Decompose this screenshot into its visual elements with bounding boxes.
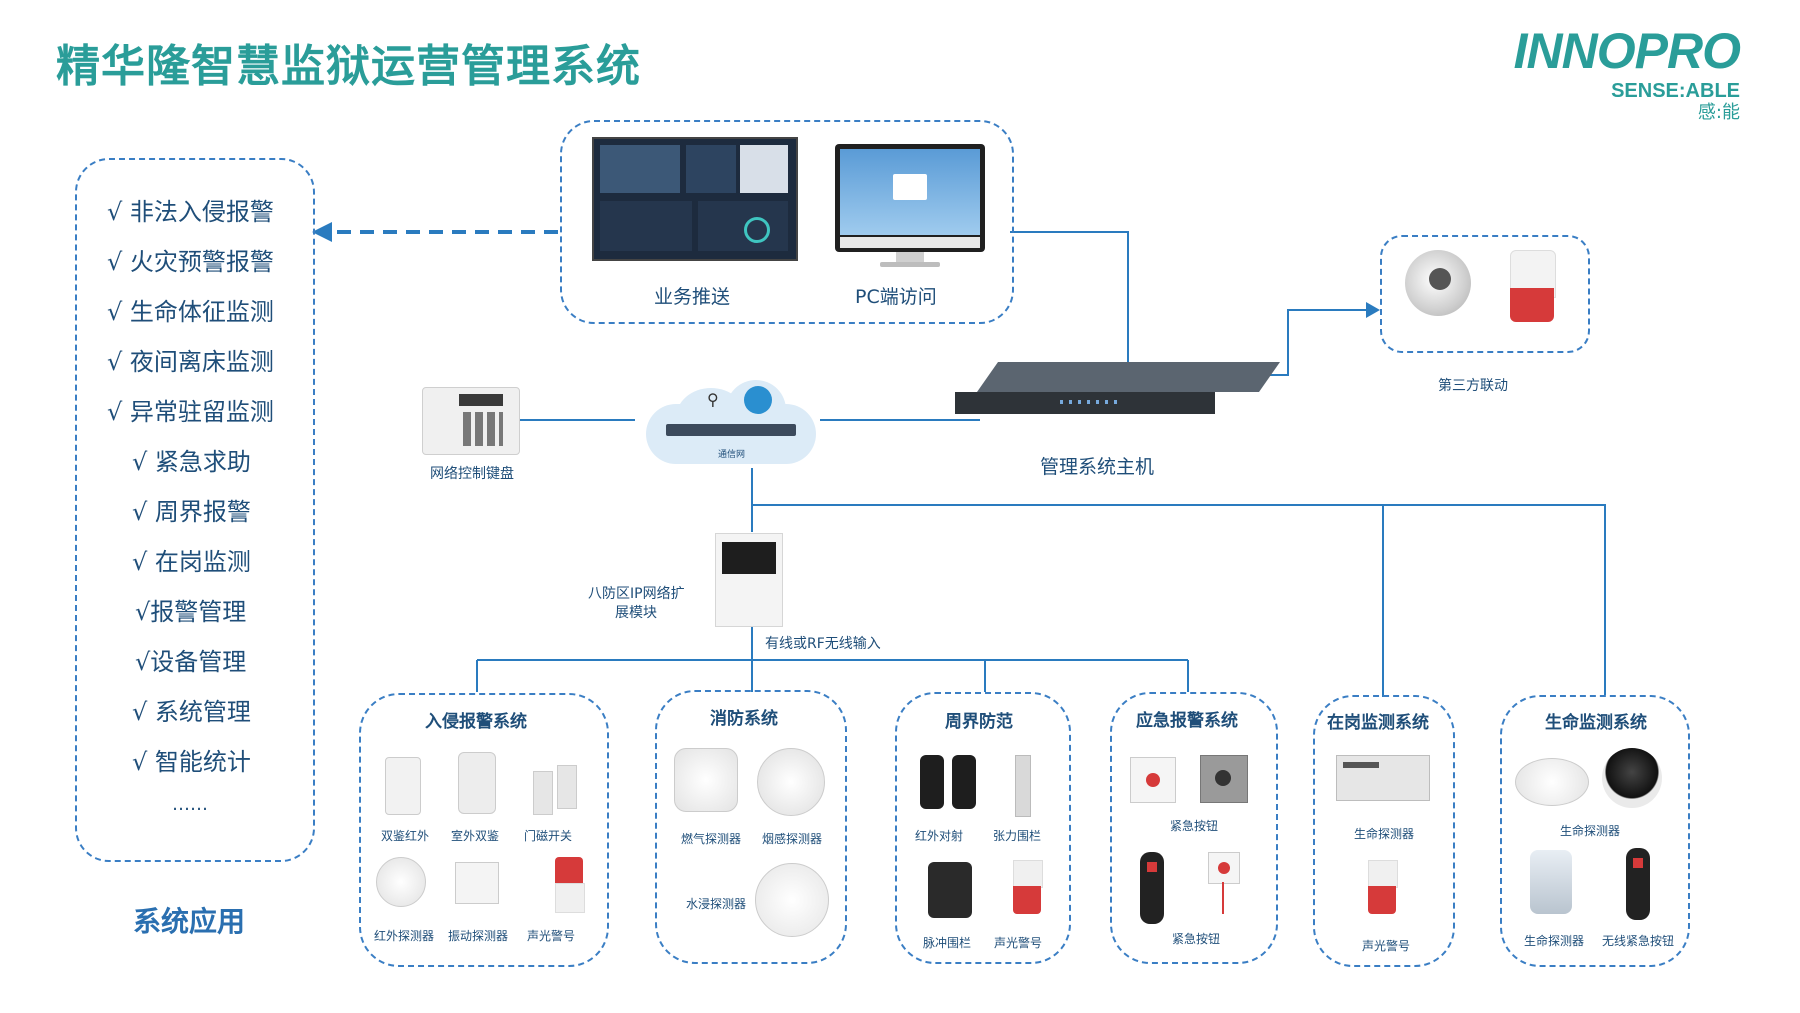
fire-system-title: 消防系统 [710,709,778,729]
dome-life-detector-icon [1602,748,1662,808]
tension-fence-icon [1015,755,1031,817]
expansion-module-label-1: 八防区IP网络扩 [588,586,685,602]
gas-detector-icon [674,748,738,812]
business-push-label: 业务推送 [654,286,731,308]
water-detector-icon [755,863,829,937]
app-item: √ 周界报警 [132,498,251,526]
management-host-label: 管理系统主机 [1040,456,1155,478]
device-label: 生命探测器 [1524,934,1585,948]
app-item: √ 非法入侵报警 [107,198,274,226]
cloud-label: 通信网 [718,450,746,460]
intrusion-system-title: 入侵报警系统 [425,712,527,732]
pc-stand [896,252,924,262]
network-keyboard-icon [422,387,520,455]
wireless-panic-button-icon [1140,852,1164,924]
device-label: 声光警号 [994,936,1043,950]
pull-cord-button-icon [1208,852,1240,922]
device-label: 生命探测器 [1560,824,1621,838]
outdoor-dual-tech-icon [458,752,496,814]
expansion-module-device [715,533,783,627]
app-item: √报警管理 [135,598,247,626]
device-label: 生命探测器 [1354,827,1415,841]
device-label: 室外双鉴 [451,829,500,843]
fire-system-box [655,690,847,964]
applications-panel [75,158,315,862]
emergency-system-box [1110,692,1278,964]
perimeter-system-title: 周界防范 [945,712,1013,732]
strobe-siren-icon [1368,860,1398,914]
business-push-screen [592,137,798,261]
strobe-siren-icon [1510,250,1556,322]
device-label: 无线紧急按钮 [1602,934,1675,948]
device-label: 振动探测器 [448,929,509,943]
device-label: 声光警号 [1362,939,1411,953]
on-duty-system-title: 在岗监测系统 [1327,713,1429,733]
applications-list: √ 非法入侵报警 √ 火灾预警报警 √ 生命体征监测 √ 夜间离床监测 √ 异常… [75,158,311,858]
life-monitoring-system-box [1500,695,1690,967]
management-host-device [955,362,1281,422]
device-label: 紧急按钮 [1172,932,1221,946]
third-party-label: 第三方联动 [1438,378,1508,394]
ceiling-life-detector-icon [1515,758,1589,806]
portable-life-detector-icon [1530,850,1572,914]
system-applications-caption: 系统应用 [133,905,246,938]
emergency-button-icon [1200,755,1248,803]
dome-camera-icon [1405,250,1471,316]
app-item: √ 生命体征监测 [107,298,274,326]
device-label: 燃气探测器 [681,832,742,846]
logo-main-text: INNOPRO [1513,23,1741,79]
app-item-more: …… [172,794,208,815]
expansion-module-label-2: 展模块 [615,605,657,621]
device-label: 红外对射 [915,829,964,843]
app-item: √ 紧急求助 [132,448,251,476]
third-party-group [1380,235,1590,353]
life-detector-panel-icon [1336,755,1430,801]
pc-monitor [835,144,985,252]
app-item: √设备管理 [135,648,247,676]
device-label: 烟感探测器 [762,832,823,846]
strobe-siren-icon [555,857,585,913]
device-label: 红外探测器 [374,929,435,943]
network-keyboard-label: 网络控制键盘 [430,466,514,482]
input-label: 有线或RF无线输入 [765,636,881,652]
wireless-panic-button-icon [1626,848,1650,920]
dual-tech-detector-icon [385,757,421,815]
pulse-fence-icon [928,862,972,918]
device-label: 张力围栏 [993,829,1042,843]
vibration-detector-icon [455,862,499,904]
device-label: 声光警号 [527,929,576,943]
intrusion-system-box [359,693,609,967]
app-item: √ 火灾预警报警 [107,248,274,276]
pc-access-label: PC端访问 [855,286,937,308]
pc-base [880,262,940,267]
app-item: √ 夜间离床监测 [107,348,274,376]
logo-cn-text: 感:能 [1697,102,1740,123]
device-label: 紧急按钮 [1170,819,1219,833]
device-label: 水浸探测器 [686,897,747,911]
network-cloud [636,380,826,470]
app-item: √ 在岗监测 [132,548,251,576]
smoke-detector-icon [757,748,825,816]
on-duty-system-box [1313,695,1455,967]
door-contact-icon [533,765,577,815]
device-label: 门磁开关 [524,829,573,843]
antenna-icon: ⚲ [707,390,719,409]
client-group [560,120,1014,324]
innopro-logo: INNOPRO SENSE:ABLE 感:能 [1513,22,1741,124]
app-item: √ 异常驻留监测 [107,398,274,426]
perimeter-system-box [895,692,1071,964]
logo-sub-text: SENSE:ABLE [1611,80,1740,102]
page-title: 精华隆智慧监狱运营管理系统 [56,41,641,92]
infrared-beam-icon [920,755,978,809]
strobe-siren-icon [1013,860,1043,914]
device-label: 脉冲围栏 [923,936,972,950]
emergency-button-icon [1130,757,1176,803]
device-label: 双鉴红外 [381,829,430,843]
app-item: √ 智能统计 [132,748,251,776]
infrared-detector-icon [376,857,426,907]
life-monitoring-system-title: 生命监测系统 [1545,713,1647,733]
emergency-system-title: 应急报警系统 [1136,711,1238,731]
app-item: √ 系统管理 [132,698,251,726]
